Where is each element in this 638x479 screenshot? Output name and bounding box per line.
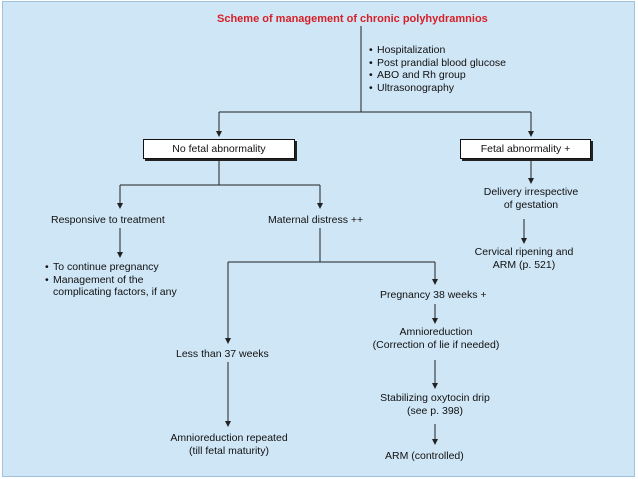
fetal-abnormality-box: Fetal abnormality +: [460, 139, 591, 159]
initial-step: Ultrasonography: [369, 82, 506, 95]
arm-controlled: ARM (controlled): [385, 450, 464, 462]
responsive-step: Management of the complicating factors, …: [45, 274, 177, 299]
maternal-distress: Maternal distress ++: [268, 214, 364, 226]
amnioreduction: Amnioreduction (Correction of lie if nee…: [372, 326, 500, 351]
pregnancy-38-weeks: Pregnancy 38 weeks +: [380, 289, 487, 301]
responsive-steps-list: To continue pregnancy Management of the …: [45, 261, 177, 299]
no-fetal-abnormality-box: No fetal abnormality: [143, 139, 295, 159]
initial-step: ABO and Rh group: [369, 69, 506, 82]
delivery-irrespective: Delivery irrespective of gestation: [483, 186, 579, 211]
initial-steps-list: Hospitalization Post prandial blood gluc…: [369, 44, 506, 94]
amnioreduction-repeated: Amnioreduction repeated (till fetal matu…: [170, 432, 288, 457]
diagram-title: Scheme of management of chronic polyhydr…: [217, 13, 488, 25]
less-than-37-weeks: Less than 37 weeks: [176, 348, 269, 360]
cervical-ripening: Cervical ripening and ARM (p. 521): [474, 246, 574, 271]
responsive-to-treatment: Responsive to treatment: [51, 214, 165, 226]
stabilizing-oxytocin-drip: Stabilizing oxytocin drip (see p. 398): [380, 392, 490, 417]
initial-step: Hospitalization: [369, 44, 506, 57]
initial-step: Post prandial blood glucose: [369, 57, 506, 70]
responsive-step: To continue pregnancy: [45, 261, 177, 274]
